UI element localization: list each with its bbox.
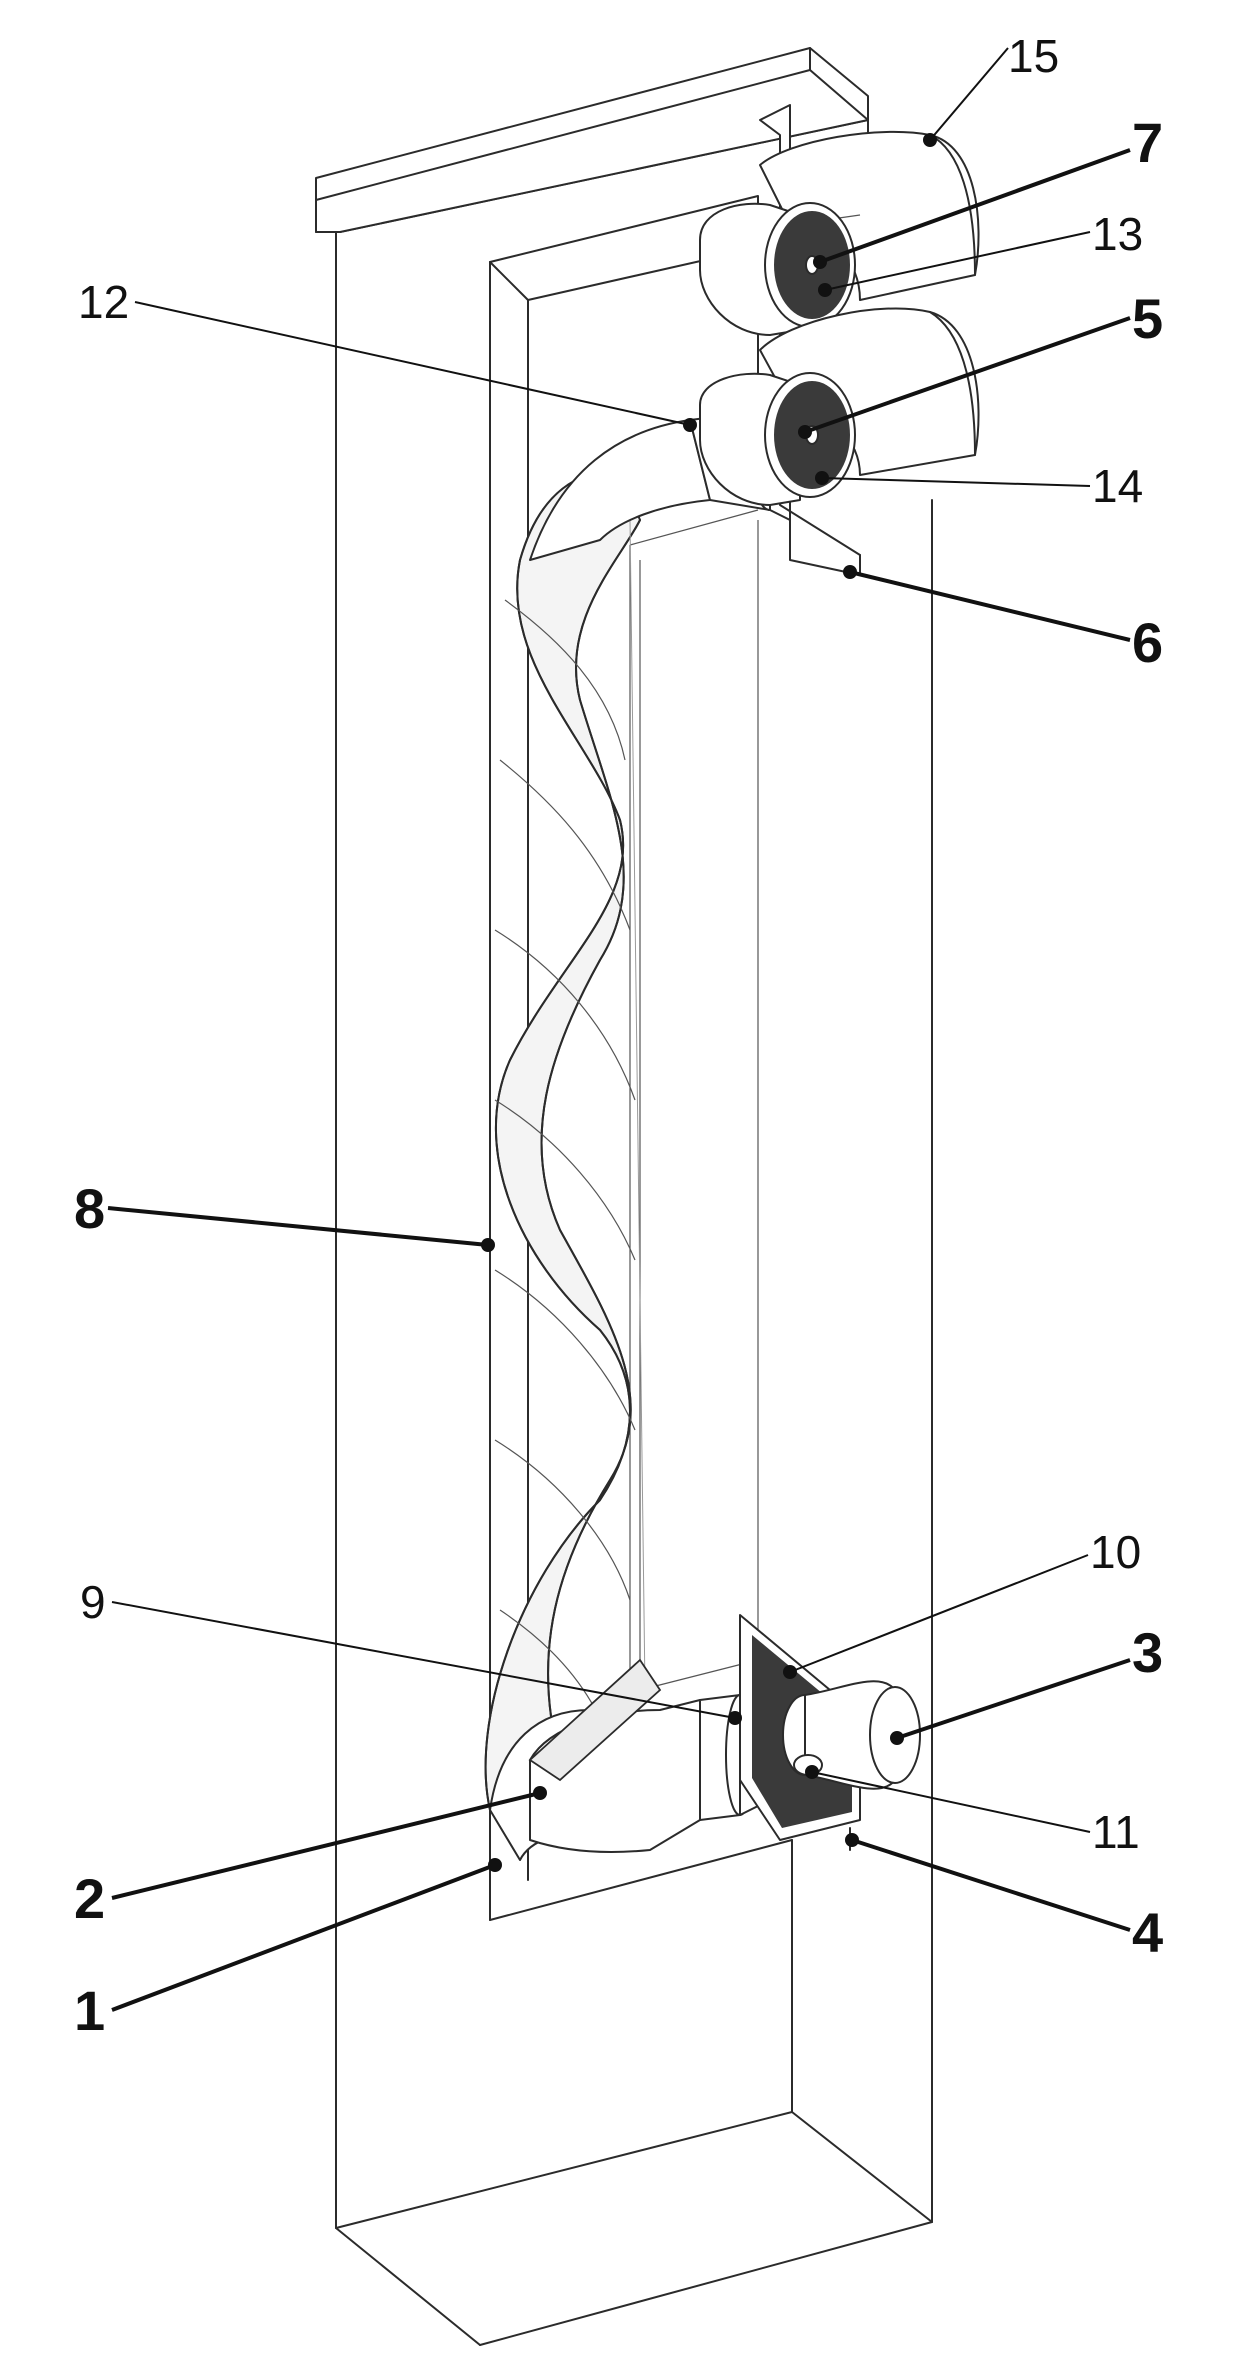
label-10: 10 [1090, 1526, 1141, 1578]
label-3: 3 [1132, 1621, 1163, 1684]
label-2: 2 [74, 1867, 105, 1930]
label-9: 9 [80, 1576, 106, 1628]
label-7: 7 [1132, 111, 1163, 174]
label-13: 13 [1092, 208, 1143, 260]
callout-layer: 15 7 13 12 5 14 6 8 10 9 3 11 2 4 1 [74, 30, 1163, 2042]
label-5: 5 [1132, 287, 1163, 350]
label-15: 15 [1008, 30, 1059, 82]
label-11: 11 [1092, 1806, 1140, 1858]
label-6: 6 [1132, 611, 1163, 674]
label-1: 1 [74, 1979, 105, 2042]
label-8: 8 [74, 1177, 105, 1240]
label-14: 14 [1092, 460, 1143, 512]
label-12: 12 [78, 276, 129, 328]
lower-fan-unit [739, 1614, 921, 1851]
upper-fan-unit [699, 104, 980, 576]
label-4: 4 [1132, 1901, 1163, 1964]
helical-tube [484, 469, 646, 1811]
